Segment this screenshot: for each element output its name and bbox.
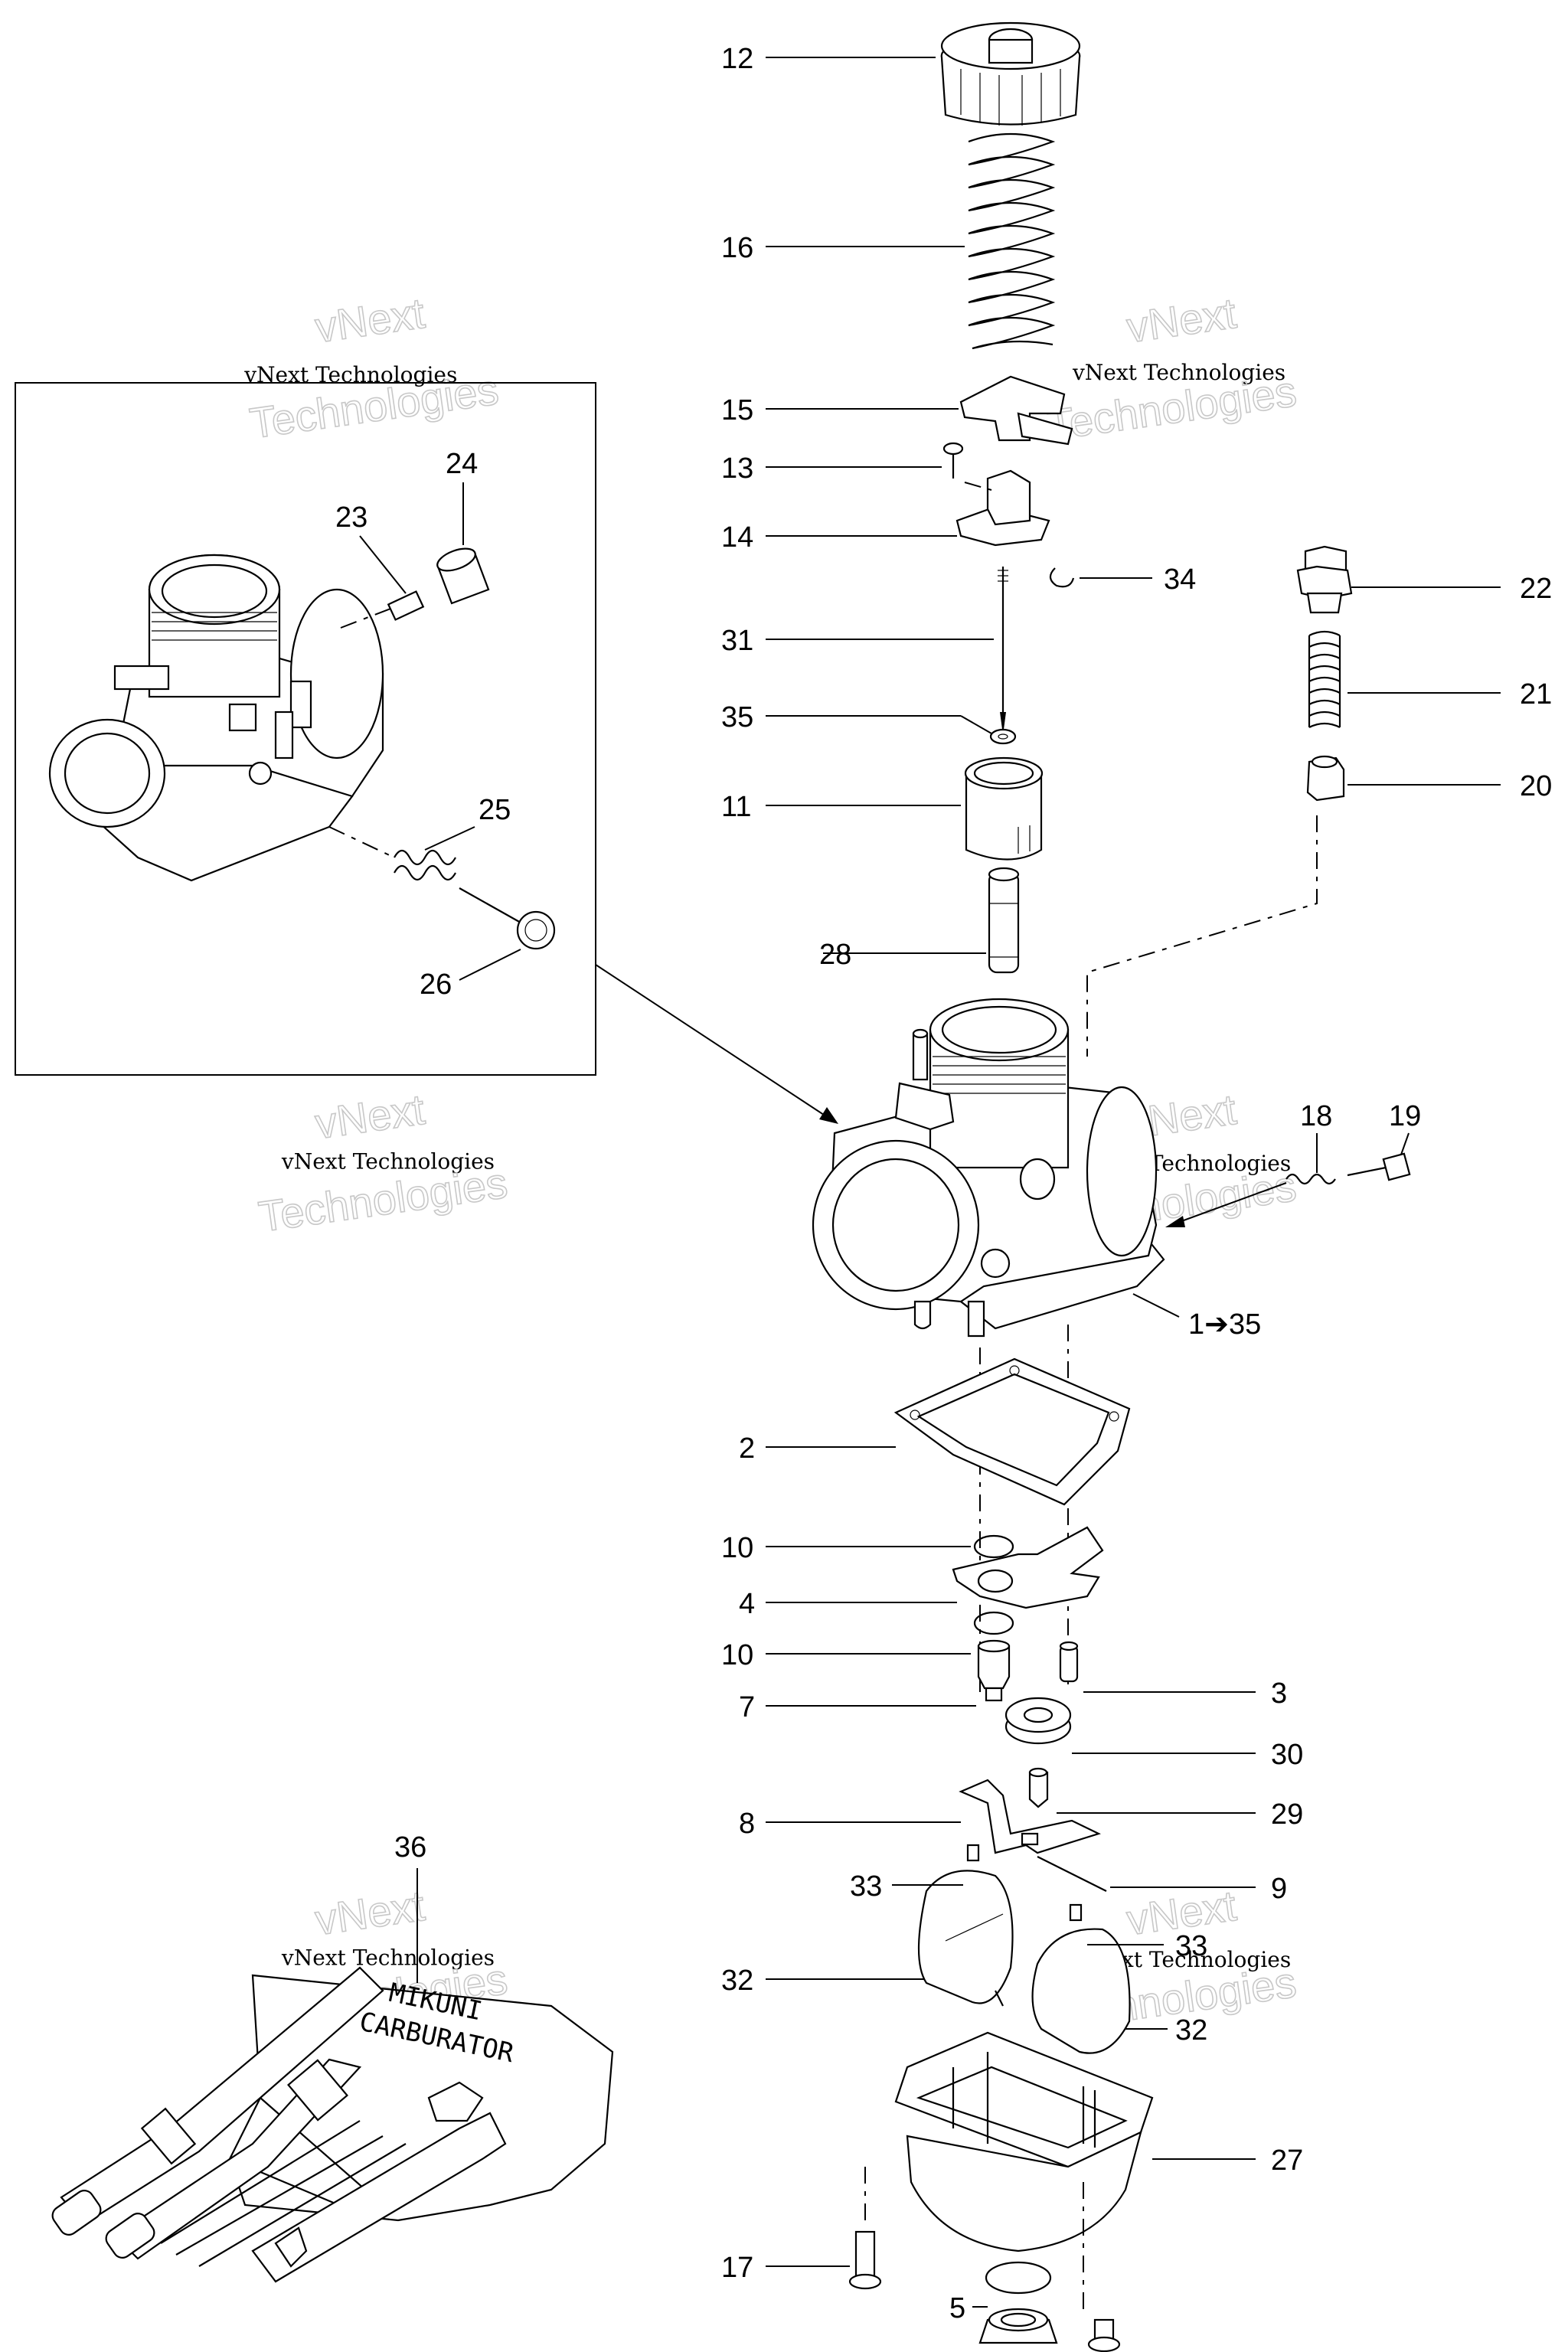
part-7-main-jet	[977, 1639, 1011, 1702]
part-2-float-chamber-gasket	[893, 1357, 1131, 1506]
callout-5: 5	[949, 2292, 965, 2324]
callout-26: 26	[420, 969, 452, 1001]
callout-8: 8	[739, 1808, 755, 1840]
callout-25: 25	[479, 794, 511, 826]
part-15-needle-clip-plate	[959, 375, 1073, 446]
inset-detail-box	[15, 382, 596, 1076]
callout-10-lower: 10	[721, 1639, 753, 1671]
watermark-line1-top-right: vNext	[1124, 289, 1240, 351]
callout-15: 15	[721, 394, 753, 426]
callout-7: 7	[739, 1691, 755, 1723]
callout-27: 27	[1271, 2145, 1303, 2177]
part-4-baffle-plate	[952, 1526, 1104, 1609]
callout-17-left: 17	[721, 2252, 753, 2284]
part-10-o-ring-lower	[973, 1611, 1014, 1635]
body-arrow-from-right	[1165, 1182, 1287, 1227]
inset-carburetor-body	[48, 554, 384, 882]
callout-34: 34	[1164, 564, 1196, 596]
leader-lines	[416, 57, 1501, 2308]
part-18-spring	[1285, 1173, 1336, 1185]
part-11-throttle-valve	[964, 756, 1044, 861]
callout-29: 29	[1271, 1798, 1303, 1831]
part-12-top-cap	[940, 21, 1081, 126]
part-13-screw	[942, 442, 964, 479]
part-35-washer	[989, 728, 1017, 745]
callout-10-upper: 10	[721, 1532, 753, 1564]
callout-12: 12	[721, 43, 753, 75]
callout-11: 11	[721, 791, 751, 823]
callout-21: 21	[1520, 678, 1552, 710]
callout-23: 23	[335, 501, 368, 534]
part-28-needle-jet	[988, 867, 1020, 974]
part-33-pin-cap-right	[1069, 1903, 1083, 1922]
watermark-mid-left: vNext vNext Technologies Technologies	[255, 1084, 511, 1241]
watermark-line2-bottom-left: vNext Technologies	[281, 1945, 495, 1970]
part-10-o-ring-upper	[973, 1534, 1014, 1559]
callout-3: 3	[1271, 1677, 1287, 1710]
watermark-top-right: vNext vNext Technologies Technologies	[1044, 288, 1300, 450]
inset-part-26-adjust-screw	[459, 887, 556, 950]
part-1-carburetor-body	[812, 998, 1165, 1338]
part-17-screw-left	[848, 2167, 882, 2290]
part-19-air-screw	[1347, 1152, 1411, 1181]
callout-36: 36	[394, 1831, 426, 1864]
part-20-cable-end	[1306, 755, 1345, 802]
inset-part-23-screw	[340, 590, 425, 629]
part-21-adjuster-spring	[1308, 630, 1341, 728]
callout-33-right: 33	[1175, 1930, 1207, 1962]
callout-30: 30	[1271, 1739, 1303, 1771]
inset-to-body-arrow	[595, 964, 838, 1124]
watermark-line1-mid-left: vNext	[312, 1085, 428, 1148]
callout-numbers: 12 16 15 13 14 34 31 35 11 28 22 21 20 1…	[335, 43, 1552, 2324]
callout-20: 20	[1520, 770, 1552, 802]
watermark-line1-bottom-left: vNext	[312, 1881, 428, 1944]
part-27-float-chamber	[894, 2031, 1154, 2252]
callout-32-left: 32	[721, 1965, 753, 1997]
watermark-line1-top-left: vNext	[312, 289, 428, 351]
callout-32-right: 32	[1175, 2014, 1207, 2047]
part-22-adjuster-nut	[1296, 545, 1353, 614]
callout-4: 4	[739, 1588, 755, 1620]
part-5-drain-o-ring	[985, 2261, 1052, 2295]
callout-22: 22	[1520, 573, 1552, 605]
callout-1-to-35: 1➔35	[1188, 1308, 1261, 1341]
callout-33-left: 33	[850, 1870, 882, 1903]
part-32-float-right	[1031, 1928, 1131, 2054]
callout-35: 35	[721, 701, 753, 733]
part-16-spring	[968, 132, 1056, 350]
part-8-float-arm	[959, 1779, 1101, 1854]
callout-9: 9	[1271, 1873, 1287, 1905]
part-3-pilot-jet	[1059, 1641, 1079, 1683]
part-29-needle-valve	[1028, 1767, 1049, 1808]
callout-24: 24	[446, 448, 478, 480]
watermark-line2-mid-left: vNext Technologies	[281, 1148, 495, 1174]
callout-16: 16	[721, 232, 753, 264]
part-36-tool-kit: MIKUNI CARBURATOR	[51, 1966, 614, 2283]
part-30-float-valve-seat	[1004, 1697, 1072, 1745]
inset-part-24-cap	[436, 547, 490, 605]
part-14-needle-holder	[956, 469, 1050, 547]
callout-14: 14	[721, 521, 753, 554]
callout-31: 31	[721, 625, 753, 657]
callout-28: 28	[819, 939, 851, 971]
part-34-e-clip	[1049, 567, 1075, 588]
inset-part-25-spring	[328, 826, 456, 881]
part-33-pin-cap-left	[966, 1844, 980, 1862]
part-9-float-pin	[1037, 1856, 1107, 1892]
callout-18: 18	[1300, 1100, 1332, 1132]
part-6-drain-plug	[978, 2308, 1058, 2344]
callout-19: 19	[1389, 1100, 1421, 1132]
callout-13: 13	[721, 452, 753, 485]
callout-2: 2	[739, 1432, 755, 1465]
part-31-jet-needle	[998, 567, 1008, 735]
watermark-line2-top-right: vNext Technologies	[1072, 360, 1285, 385]
part-17-screw-right	[1087, 2318, 1121, 2352]
part-32-float-left	[917, 1870, 1014, 2007]
watermark-top-left: vNext vNext Technologies Technologies	[243, 288, 501, 448]
